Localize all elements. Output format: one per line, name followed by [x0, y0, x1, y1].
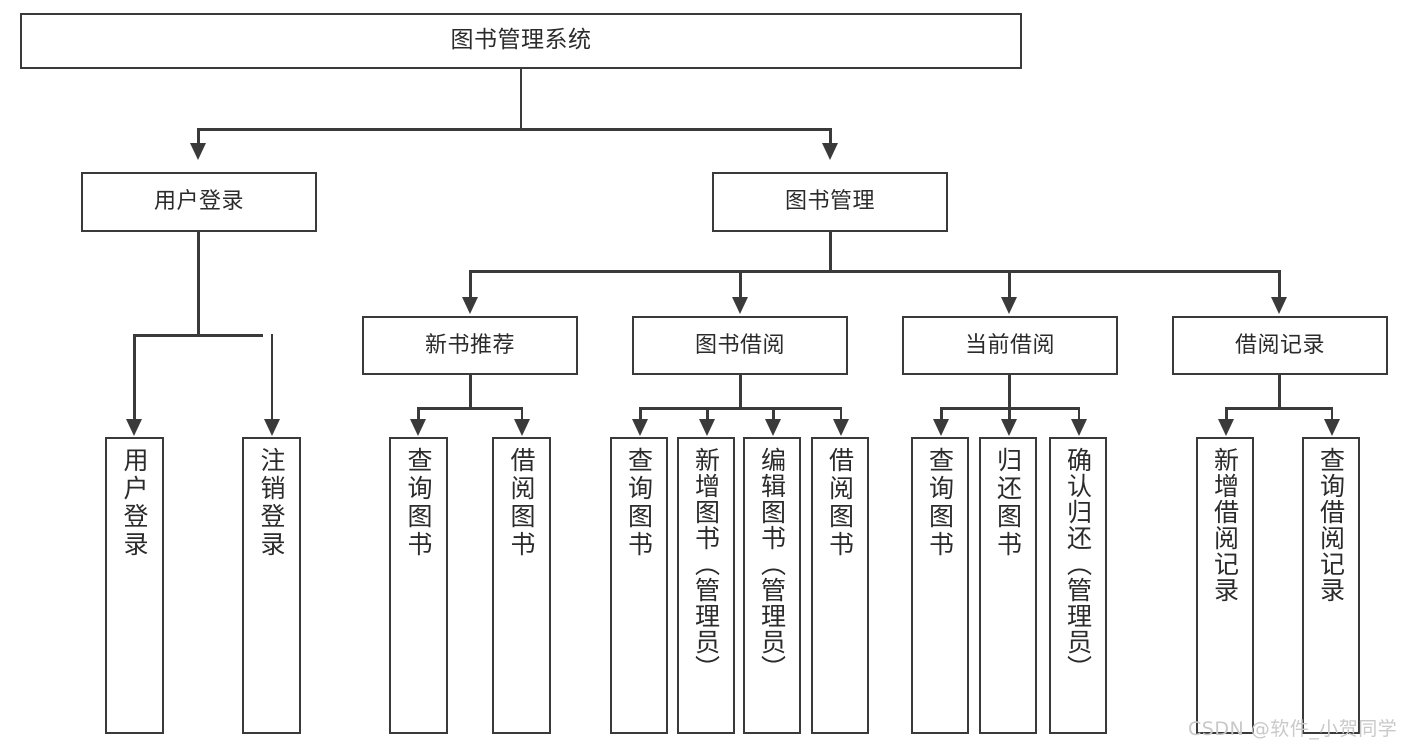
arrow-to-leaf-query-book-b — [632, 419, 648, 436]
connector-new-book-drop-1 — [417, 407, 420, 420]
node-root-system[interactable]: 图书管理系统 — [20, 13, 1022, 69]
arrow-to-leaf-logout — [264, 419, 280, 436]
node-label: 新增图书（管理员） — [691, 447, 721, 681]
node-label: 借阅图书 — [825, 447, 855, 559]
node-label: 借阅图书 — [507, 447, 536, 559]
leaf-borrow-book[interactable]: 借阅图书 — [811, 437, 869, 734]
node-book-manage[interactable]: 图书管理 — [712, 172, 948, 232]
connector-current-borrow-drop-1 — [940, 407, 943, 420]
arrow-to-leaf-return-book — [1001, 419, 1017, 436]
connector-book-borrow-stem — [739, 375, 742, 409]
node-label: 查询借阅记录 — [1316, 447, 1346, 603]
leaf-borrow-query-book[interactable]: 查询图书 — [610, 437, 668, 734]
leaf-user-login[interactable]: 用户登录 — [105, 437, 164, 734]
arrow-to-leaf-user-login — [126, 419, 142, 436]
connector-root-drop-right — [829, 128, 832, 144]
connector-book-manage-bus — [469, 270, 1281, 273]
arrow-to-leaf-borrow-book-b — [833, 419, 849, 436]
node-label: 归还图书 — [993, 447, 1023, 559]
leaf-current-query-book[interactable]: 查询图书 — [911, 437, 969, 734]
connector-root-drop-left — [197, 128, 200, 144]
arrow-to-leaf-query-book-c — [933, 419, 949, 436]
arrow-to-leaf-borrow-book-a — [514, 419, 530, 436]
arrow-to-borrow-record — [1271, 297, 1287, 314]
connector-user-login-stem — [197, 232, 200, 336]
connector-borrow-record-drop-2 — [1330, 407, 1333, 420]
node-label: 查询图书 — [925, 447, 955, 559]
leaf-add-borrow-record[interactable]: 新增借阅记录 — [1196, 437, 1254, 734]
connector-book-manage-drop-4 — [1278, 270, 1281, 298]
node-current-borrow[interactable]: 当前借阅 — [902, 316, 1118, 375]
arrow-to-user-login — [190, 143, 206, 160]
node-borrow-record[interactable]: 借阅记录 — [1172, 316, 1388, 375]
connector-user-login-bus — [133, 334, 263, 337]
node-label: 查询图书 — [624, 447, 654, 559]
arrow-to-leaf-edit-book — [765, 419, 781, 436]
node-label: 图书管理系统 — [450, 27, 592, 54]
arrow-to-book-manage — [822, 143, 838, 160]
node-label: 查询图书 — [404, 447, 433, 559]
node-label: 编辑图书（管理员） — [757, 447, 787, 681]
node-label: 确认归还（管理员） — [1063, 447, 1093, 681]
arrow-to-leaf-query-record — [1324, 419, 1340, 436]
connector-new-book-stem — [469, 375, 472, 409]
node-label: 图书管理 — [784, 189, 875, 215]
csdn-watermark: CSDN @软件_小贺同学 — [1188, 718, 1398, 740]
node-label: 用户登录 — [153, 189, 244, 215]
leaf-new-book-borrow[interactable]: 借阅图书 — [492, 437, 551, 734]
connector-new-book-bus — [417, 407, 523, 410]
leaf-new-book-query[interactable]: 查询图书 — [389, 437, 448, 734]
leaf-edit-book-admin[interactable]: 编辑图书（管理员） — [743, 437, 801, 734]
connector-root-bus — [197, 128, 831, 131]
node-new-book-recommend[interactable]: 新书推荐 — [362, 316, 578, 375]
connector-book-borrow-drop-3 — [772, 407, 775, 420]
connector-book-manage-drop-3 — [1008, 270, 1011, 298]
node-label: 借阅记录 — [1234, 332, 1325, 358]
connector-current-borrow-drop-2 — [1008, 407, 1011, 420]
connector-current-borrow-stem — [1008, 375, 1011, 409]
connector-user-login-drop-1 — [133, 334, 136, 420]
connector-book-manage-drop-2 — [739, 270, 742, 298]
node-book-borrow[interactable]: 图书借阅 — [632, 316, 848, 375]
arrow-to-book-borrow — [732, 297, 748, 314]
arrow-to-leaf-add-record — [1218, 419, 1234, 436]
connector-current-borrow-drop-3 — [1077, 407, 1080, 420]
connector-borrow-record-stem — [1278, 375, 1281, 409]
arrow-to-leaf-query-book-a — [410, 419, 426, 436]
node-label: 新书推荐 — [424, 332, 515, 358]
node-label: 用户登录 — [120, 447, 149, 559]
connector-borrow-record-drop-1 — [1225, 407, 1228, 420]
leaf-return-book[interactable]: 归还图书 — [979, 437, 1037, 734]
arrow-to-current-borrow — [1001, 297, 1017, 314]
connector-book-manage-stem — [829, 232, 832, 272]
connector-book-borrow-drop-1 — [639, 407, 642, 420]
connector-book-manage-drop-1 — [469, 270, 472, 298]
node-user-login[interactable]: 用户登录 — [81, 172, 317, 232]
node-label: 当前借阅 — [964, 332, 1055, 358]
connector-root-stem — [519, 69, 522, 130]
leaf-add-book-admin[interactable]: 新增图书（管理员） — [677, 437, 735, 734]
arrow-to-leaf-add-book — [699, 419, 715, 436]
connector-book-borrow-drop-2 — [706, 407, 709, 420]
arrow-to-new-book — [462, 297, 478, 314]
leaf-query-borrow-record[interactable]: 查询借阅记录 — [1302, 437, 1360, 734]
connector-book-borrow-drop-4 — [839, 407, 842, 420]
node-label: 图书借阅 — [694, 332, 785, 358]
connector-new-book-drop-2 — [520, 407, 523, 420]
connector-borrow-record-bus — [1225, 407, 1333, 410]
node-label: 新增借阅记录 — [1210, 447, 1240, 603]
arrow-to-leaf-confirm-return — [1071, 419, 1087, 436]
leaf-logout[interactable]: 注销登录 — [242, 437, 301, 734]
node-label: 注销登录 — [257, 447, 286, 559]
connector-user-login-drop-2 — [270, 334, 273, 420]
leaf-confirm-return-admin[interactable]: 确认归还（管理员） — [1049, 437, 1107, 734]
connector-book-borrow-bus — [639, 407, 842, 410]
